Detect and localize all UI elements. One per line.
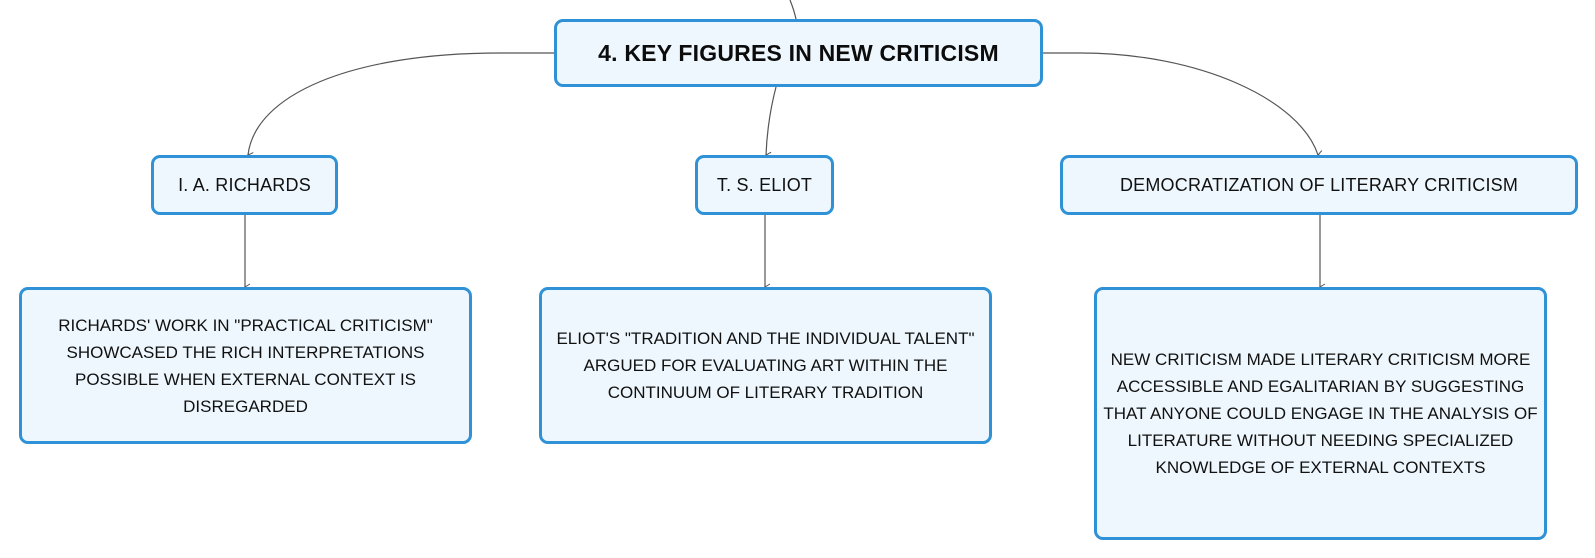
topic-node-eliot[interactable]: T. S. ELIOT [695, 155, 834, 215]
topic-node-democratization[interactable]: DEMOCRATIZATION OF LITERARY CRITICISM [1060, 155, 1578, 215]
root-topic-label: 4. KEY FIGURES IN NEW CRITICISM [598, 39, 999, 66]
detail-node-democratization[interactable]: NEW CRITICISM MADE LITERARY CRITICISM MO… [1094, 287, 1547, 540]
topic-label-democratization: DEMOCRATIZATION OF LITERARY CRITICISM [1119, 174, 1519, 195]
topic-label-eliot: T. S. ELIOT [716, 174, 813, 195]
connector-root-to-richards [247, 52, 554, 159]
detail-node-eliot[interactable]: ELIOT'S "TRADITION AND THE INDIVIDUAL TA… [539, 287, 992, 444]
root-topic-node[interactable]: 4. KEY FIGURES IN NEW CRITICISM [554, 19, 1043, 87]
connector-parent-to-root [789, 0, 797, 20]
connector-root-to-democratization [1043, 52, 1324, 157]
detail-node-richards[interactable]: RICHARDS' WORK IN "PRACTICAL CRITICISM" … [19, 287, 472, 444]
detail-text-democratization: NEW CRITICISM MADE LITERARY CRITICISM MO… [1103, 350, 1538, 477]
connector-root-to-eliot [765, 86, 777, 159]
detail-text-eliot: ELIOT'S "TRADITION AND THE INDIVIDUAL TA… [556, 329, 975, 402]
topic-label-richards: I. A. RICHARDS [178, 174, 311, 195]
topic-node-richards[interactable]: I. A. RICHARDS [151, 155, 338, 215]
detail-text-richards: RICHARDS' WORK IN "PRACTICAL CRITICISM" … [58, 315, 433, 416]
